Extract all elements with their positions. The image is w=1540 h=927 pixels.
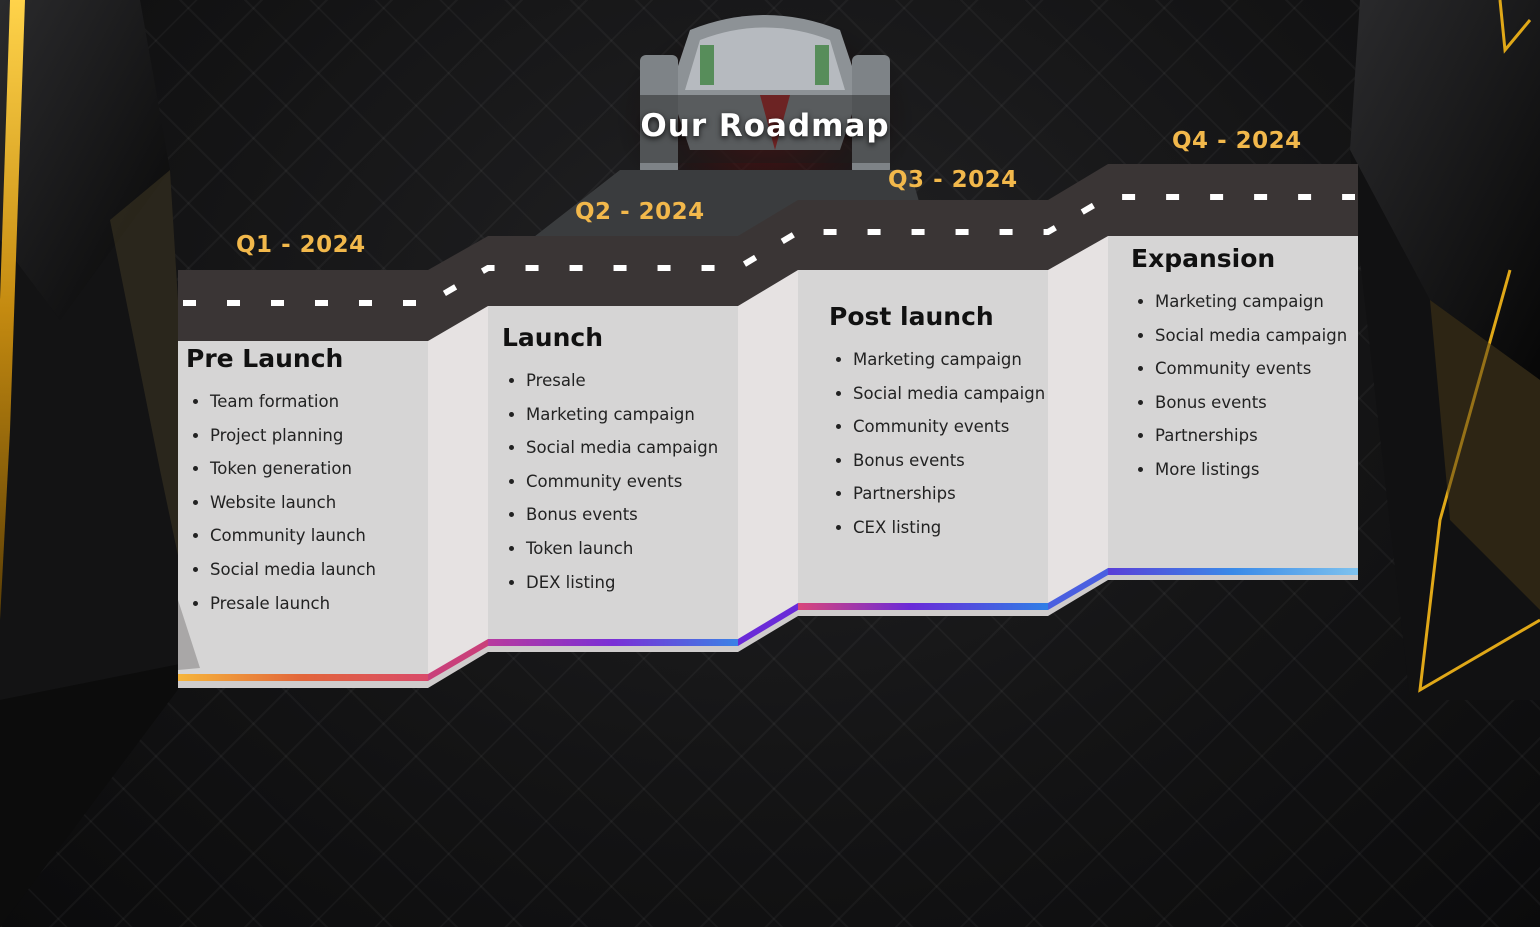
list-item: Presale launch [210, 587, 376, 621]
list-item: Social media campaign [853, 377, 1045, 411]
quarter-label-q4: Q4 - 2024 [1172, 128, 1302, 154]
left-prism-decoration [0, 0, 200, 927]
roadmap-card-q2: Launch Presale Marketing campaign Social… [502, 323, 718, 599]
panel-face-q3 [798, 270, 1048, 605]
list-item: Bonus events [853, 444, 1045, 478]
list-item: Presale [526, 364, 718, 398]
card-heading: Expansion [1131, 244, 1276, 273]
roadmap-road [178, 164, 1358, 341]
panel-face-q2 [488, 306, 738, 641]
list-item: Token launch [526, 532, 718, 566]
list-item: Token generation [210, 452, 376, 486]
roadmap-title: Our Roadmap [640, 108, 890, 144]
list-item: DEX listing [526, 566, 718, 600]
accent-strip-q2 [488, 639, 738, 646]
list-item: Project planning [210, 419, 376, 453]
right-prism-decoration [1350, 0, 1540, 700]
accent-strip-q1-side [428, 639, 488, 681]
milestone-list: Marketing campaign Social media campaign… [829, 343, 1045, 545]
accent-strip-q3 [798, 603, 1048, 610]
list-item: Community events [853, 410, 1045, 444]
list-item: Marketing campaign [1155, 285, 1347, 319]
robot-illustration [530, 10, 930, 240]
list-item: CEX listing [853, 511, 1045, 545]
list-item: Website launch [210, 486, 376, 520]
panel-side-q2 [738, 270, 798, 641]
panel-side-q1 [428, 306, 488, 676]
list-item: Marketing campaign [853, 343, 1045, 377]
accent-strip-q1 [178, 674, 428, 681]
list-item: Marketing campaign [526, 398, 718, 432]
quarter-label-q2: Q2 - 2024 [575, 199, 705, 225]
list-item: Community events [1155, 352, 1347, 386]
roadmap-card-q3: Post launch Marketing campaign Social me… [829, 302, 1045, 545]
list-item: Bonus events [526, 498, 718, 532]
card-heading: Post launch [829, 302, 994, 331]
milestone-list: Marketing campaign Social media campaign… [1131, 285, 1347, 487]
roadmap-card-q1: Pre Launch Team formation Project planni… [186, 344, 376, 620]
panel-face-q1 [178, 341, 428, 676]
quarter-label-q1: Q1 - 2024 [236, 232, 366, 258]
list-item: Community launch [210, 519, 376, 553]
milestone-list: Presale Marketing campaign Social media … [502, 364, 718, 599]
panel-face-q4 [1108, 236, 1358, 570]
panel-side-q3 [1048, 236, 1108, 605]
list-item: More listings [1155, 453, 1347, 487]
card-heading: Pre Launch [186, 344, 344, 373]
list-item: Social media campaign [1155, 319, 1347, 353]
list-item: Bonus events [1155, 386, 1347, 420]
list-item: Team formation [210, 385, 376, 419]
list-item: Partnerships [1155, 419, 1347, 453]
milestone-list: Team formation Project planning Token ge… [186, 385, 376, 620]
list-item: Social media campaign [526, 431, 718, 465]
list-item: Partnerships [853, 477, 1045, 511]
accent-strip-q4 [1108, 568, 1358, 575]
roadmap-card-q4: Expansion Marketing campaign Social medi… [1131, 244, 1347, 487]
quarter-label-q3: Q3 - 2024 [888, 167, 1018, 193]
accent-strip-q3-side [1048, 568, 1108, 610]
list-item: Social media launch [210, 553, 376, 587]
list-item: Community events [526, 465, 718, 499]
card-heading: Launch [502, 323, 604, 352]
accent-strip-q2-side [738, 603, 798, 646]
